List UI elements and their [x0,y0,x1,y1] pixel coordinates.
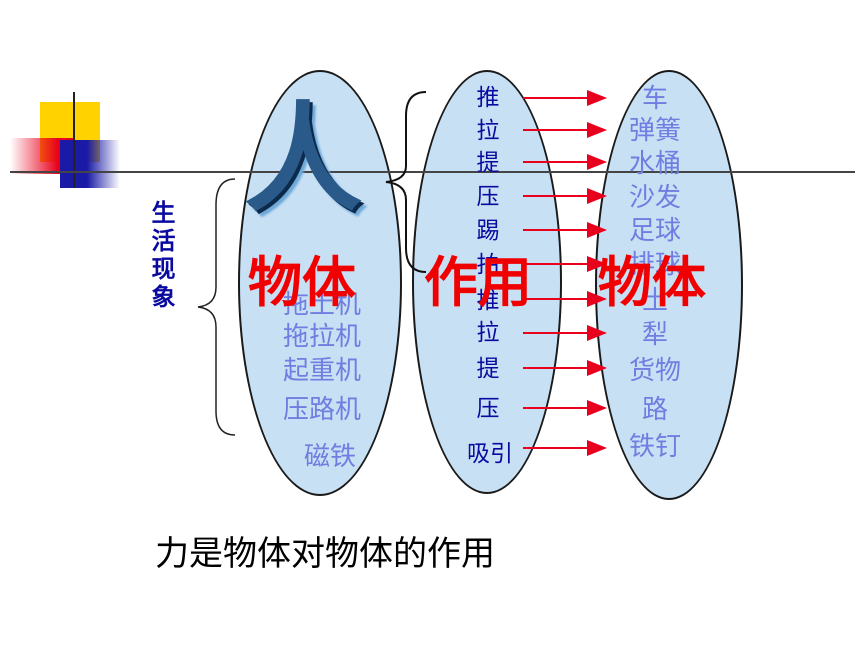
receiver-item: 车 [641,84,668,114]
receivers-ellipse [595,70,743,500]
conclusion-text: 力是物体对物体的作用 [155,534,495,574]
action-item: 压 [476,396,500,422]
action-item: 提 [476,356,500,382]
receiver-item: 犁 [641,320,668,350]
receiver-item: 土 [641,286,668,316]
overlay-object-left: 物体 [248,251,356,314]
agent-item: 拖拉机 [282,322,361,352]
decor-horizontal-line [10,171,855,173]
life-phenomena-label: 生活现象 [147,200,175,312]
action-item: 推 [476,288,500,314]
action-item: 提 [476,150,500,176]
action-item: 拍 [476,252,500,278]
receiver-item: 路 [641,395,668,425]
receiver-item: 水桶 [628,149,681,179]
receiver-item: 弹簧 [628,116,681,146]
decor-vertical-line [73,92,75,188]
decor-blue-square [60,140,120,188]
person-character: 人 [244,90,363,228]
action-item: 推 [476,85,500,111]
action-item: 拉 [476,320,500,346]
arrows-layer [523,90,607,456]
actions-ellipse [412,70,562,494]
agent-item: 起重机 [282,356,361,386]
receiver-item: 货物 [628,356,681,386]
action-item: 拉 [476,118,500,144]
agent-item: 拖土机 [282,290,361,320]
receiver-item: 沙发 [628,183,681,213]
left-brace-icon [197,178,236,436]
right-brace-icon [385,91,427,273]
receiver-item: 铁钉 [628,432,681,462]
agent-item: 磁铁 [303,442,356,472]
action-item: 踢 [476,218,500,244]
receiver-item: 足球 [628,216,681,246]
agents-ellipse [238,70,402,496]
action-item: 压 [476,184,500,210]
agent-item: 压路机 [282,395,361,425]
overlay-interaction: 作用 [424,251,532,314]
overlay-object-right: 物体 [598,251,706,314]
action-item: 吸引 [467,441,513,467]
receiver-item: 排球 [628,250,681,280]
